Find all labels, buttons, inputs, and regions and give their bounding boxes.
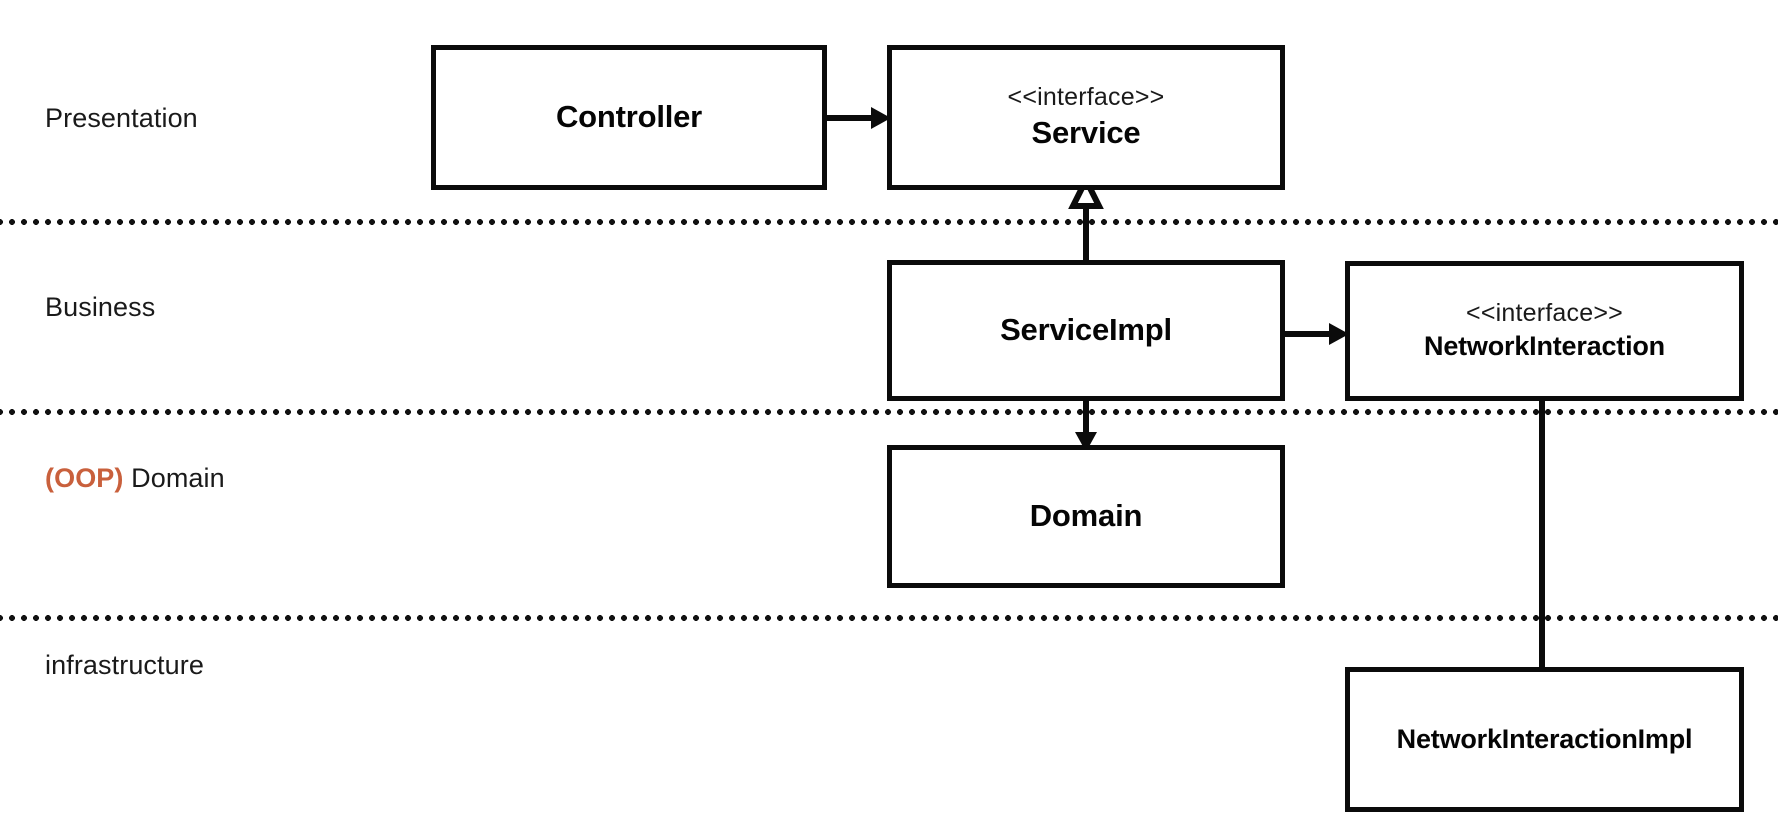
connector-serviceimpl-to-domain: [1068, 396, 1104, 452]
layer-divider-business-domain: [0, 409, 1778, 415]
node-network-interaction-impl[interactable]: NetworkInteractionImpl: [1345, 667, 1744, 812]
connector-controller-to-service: [827, 104, 891, 132]
node-service-stereotype: <<interface>>: [1007, 83, 1165, 112]
layer-label-domain: (OOP) Domain: [45, 465, 225, 492]
layer-label-business-text: Business: [45, 292, 156, 322]
layer-label-domain-accent: (OOP): [45, 463, 124, 493]
node-domain-name: Domain: [1029, 498, 1143, 534]
node-service-impl[interactable]: ServiceImpl: [887, 260, 1285, 401]
connector-networkinteractionimpl-realizes-networkinteraction: [1524, 350, 1560, 670]
node-domain[interactable]: Domain: [887, 445, 1285, 588]
node-controller-name: Controller: [555, 99, 703, 135]
connector-serviceimpl-realizes-service: [1068, 173, 1104, 264]
layer-label-infrastructure-text: infrastructure: [45, 650, 204, 680]
node-service-name: Service: [1031, 114, 1141, 150]
layer-divider-presentation-business: [0, 219, 1778, 225]
node-network-interaction-stereotype: <<interface>>: [1466, 299, 1623, 328]
layer-label-presentation-text: Presentation: [45, 103, 198, 133]
connector-serviceimpl-to-networkinteraction: [1285, 320, 1349, 348]
node-network-interaction[interactable]: <<interface>> NetworkInteraction: [1345, 261, 1744, 401]
node-service-impl-name: ServiceImpl: [1000, 312, 1172, 348]
node-service[interactable]: <<interface>> Service: [887, 45, 1285, 190]
node-network-interaction-name: NetworkInteraction: [1424, 330, 1665, 361]
layer-divider-domain-infrastructure: [0, 615, 1778, 621]
layer-label-domain-text: Domain: [123, 463, 225, 493]
layer-label-presentation: Presentation: [45, 105, 198, 132]
node-controller[interactable]: Controller: [431, 45, 827, 190]
layer-label-infrastructure: infrastructure: [45, 652, 204, 679]
node-network-interaction-impl-name: NetworkInteractionImpl: [1396, 723, 1693, 754]
layer-label-business: Business: [45, 294, 155, 321]
